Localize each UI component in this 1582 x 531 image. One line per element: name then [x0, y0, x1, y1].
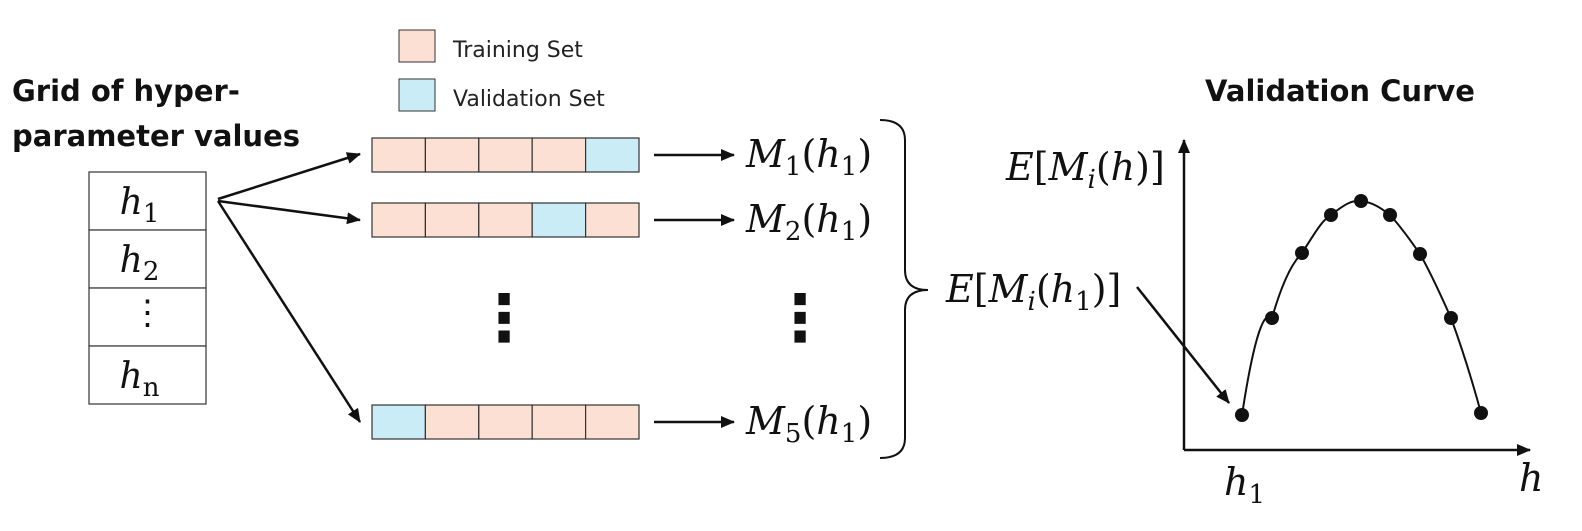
curve-point	[1354, 194, 1368, 208]
model-arrows	[654, 149, 735, 428]
curve-point	[1474, 406, 1488, 420]
model-labels: M1(h1) M2(h1) M5(h1)	[745, 132, 872, 449]
grid-cell	[88, 345, 207, 405]
legend-training-swatch	[398, 29, 436, 63]
grid-cell-label: hn	[120, 356, 160, 403]
fold-arrows	[216, 152, 362, 423]
training-segment	[584, 404, 640, 440]
model-label: M1(h1)	[745, 132, 872, 182]
grid-cell-sub: 1	[143, 199, 160, 229]
legend-validation-swatch	[398, 78, 436, 112]
grid-title-line1: Grid of hyper-	[12, 74, 240, 108]
model-label: M2(h1)	[745, 197, 872, 247]
curve-title: Validation Curve	[1205, 74, 1475, 108]
curve-points	[1235, 194, 1488, 422]
grid-cell	[88, 229, 207, 289]
models-ellipsis: ⋮	[768, 282, 832, 356]
curve-point	[1265, 311, 1279, 325]
training-segment	[371, 202, 427, 238]
curve-point	[1295, 246, 1309, 260]
x-axis-label: h	[1519, 456, 1543, 500]
training-segment	[424, 137, 480, 173]
grouping-brace	[879, 119, 929, 459]
training-segment	[424, 202, 480, 238]
grid-cell-label: ⋮	[131, 293, 165, 333]
validation-segment	[584, 137, 640, 173]
curve-point	[1383, 208, 1397, 222]
grid-cell-sub: 2	[143, 257, 160, 287]
model-label: M5(h1)	[745, 399, 872, 449]
training-segment	[531, 137, 587, 173]
expectation-i: i	[1028, 287, 1036, 317]
curve-point	[1324, 208, 1338, 222]
training-segment	[531, 404, 587, 440]
legend-training-label: Training Set	[452, 38, 583, 63]
grid-cell-label: h1	[120, 182, 160, 229]
training-segment	[371, 137, 427, 173]
expectation-h: h	[1051, 267, 1075, 311]
training-segment	[478, 202, 533, 238]
folds-ellipsis: ⋮	[472, 282, 536, 356]
grid-cell-label: h2	[120, 240, 160, 287]
curve-point	[1413, 247, 1427, 261]
arrow-to-fold-1	[217, 152, 361, 201]
expectation-E: E	[945, 267, 974, 311]
expectation-M: M	[988, 267, 1029, 311]
arrow-to-fold-2	[217, 199, 361, 225]
validation-curve-line	[1241, 199, 1482, 416]
grid-cell-base: h	[120, 182, 143, 223]
curve-point	[1235, 408, 1249, 422]
curve-point	[1444, 311, 1458, 325]
training-segment	[478, 137, 533, 173]
arrow-to-fold-5	[216, 200, 362, 423]
legend: Training Set Validation Set	[398, 29, 605, 112]
validation-segment	[371, 404, 427, 440]
grid-title-line2: parameter values	[12, 119, 300, 153]
training-segment	[478, 404, 533, 440]
expectation-h-sub: 1	[1075, 287, 1092, 317]
fold-bars	[371, 137, 640, 440]
grid-cell	[88, 287, 207, 347]
validation-segment	[531, 202, 587, 238]
grid-cell-sub: n	[143, 373, 160, 403]
curve-axes	[1178, 139, 1531, 456]
training-segment	[584, 202, 640, 238]
y-axis-label: E[Mi(h)]	[1005, 145, 1165, 195]
x-tick-h1: h1	[1224, 460, 1265, 510]
training-segment	[424, 404, 480, 440]
grid-cell-base: h	[120, 240, 143, 281]
grid-cell-base: h	[120, 356, 143, 397]
grid-cell-base: ⋮	[131, 293, 165, 333]
expectation-label: E[Mi(h1)]	[945, 267, 1121, 317]
legend-validation-label: Validation Set	[453, 87, 605, 112]
grid-cell	[88, 171, 207, 231]
